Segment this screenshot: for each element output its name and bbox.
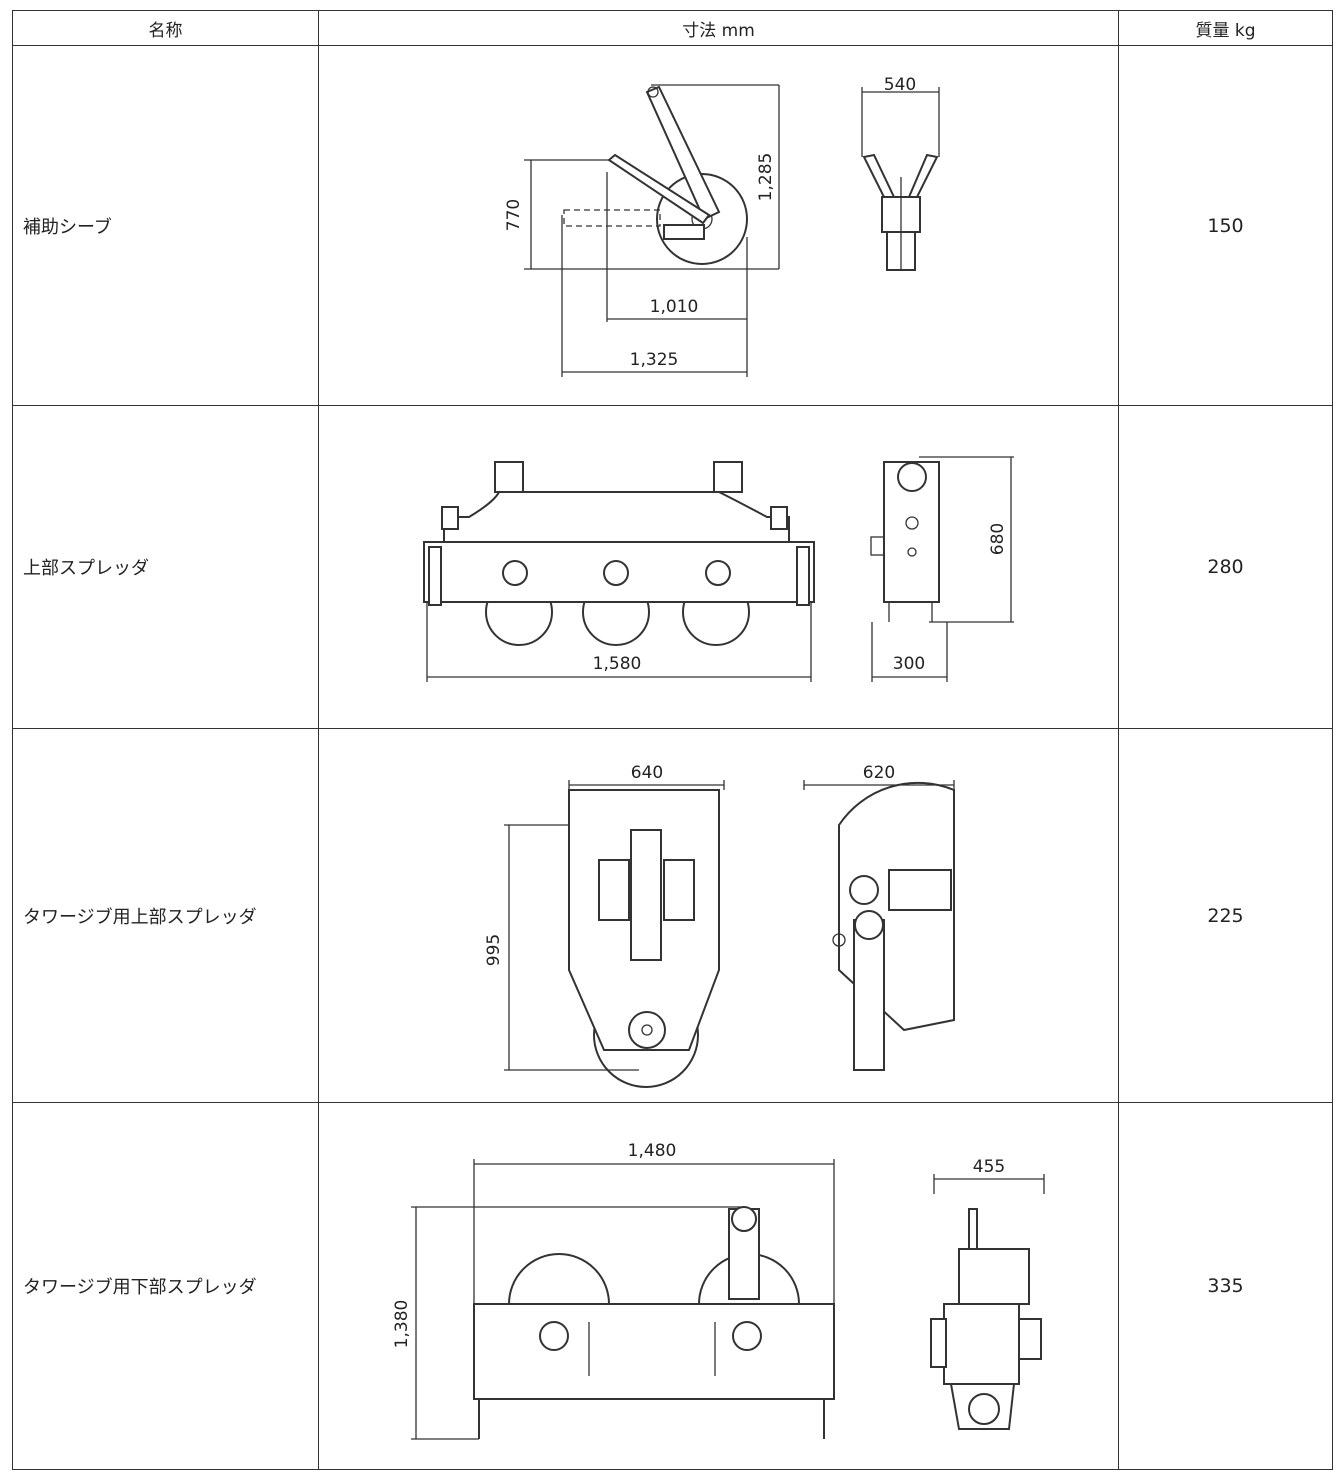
header-row: 名称 寸法 mm 質量 kg xyxy=(12,10,1333,46)
dim-label: 640 xyxy=(631,763,663,783)
upper-spreader-drawing: 1,580 xyxy=(423,455,1014,682)
row-mass: 150 xyxy=(1118,45,1333,406)
tower-jib-lower-spreader-drawing: 1,480 1,380 455 xyxy=(392,1141,1045,1440)
dim-label: 1,480 xyxy=(628,1141,677,1161)
tower-jib-lower-spreader-side-view xyxy=(411,1158,835,1440)
table-row: タワージブ用上部スプレッダ xyxy=(12,728,1333,1103)
dim-label: 1,380 xyxy=(392,1299,412,1348)
dim-label: 680 xyxy=(988,522,1008,554)
upper-spreader-side-view xyxy=(423,460,815,682)
table-row: 上部スプレッダ xyxy=(12,405,1333,729)
tower-jib-upper-spreader-drawing: 640 995 620 xyxy=(484,763,955,1088)
header-name: 名称 xyxy=(12,10,319,46)
drawing-cell: 540 1,285 770 1,010 1,325 xyxy=(318,45,1119,406)
dim-label: 995 xyxy=(484,933,504,965)
spec-table: 名称 寸法 mm 質量 kg 補助シーブ xyxy=(12,10,1333,1470)
tower-jib-lower-spreader-front-view xyxy=(930,1173,1045,1430)
dim-label: 1,580 xyxy=(593,654,642,674)
row-name: タワージブ用上部スプレッダ xyxy=(12,728,319,1103)
row-name: タワージブ用下部スプレッダ xyxy=(12,1102,319,1470)
header-mass: 質量 kg xyxy=(1118,10,1333,46)
upper-spreader-front-view xyxy=(870,455,1014,682)
row-mass: 280 xyxy=(1118,405,1333,729)
auxiliary-sheave-side-view xyxy=(524,83,780,377)
dim-label: 1,285 xyxy=(756,152,776,201)
table-row: 補助シーブ xyxy=(12,45,1333,406)
row-name: 補助シーブ xyxy=(12,45,319,406)
tower-jib-upper-spreader-side-view xyxy=(504,779,725,1088)
dim-label: 300 xyxy=(893,654,925,674)
auxiliary-sheave-drawing: 540 1,285 770 1,010 1,325 xyxy=(504,75,940,377)
row-mass: 335 xyxy=(1118,1102,1333,1470)
dim-label: 1,325 xyxy=(630,350,679,370)
tower-jib-upper-spreader-front-view xyxy=(803,779,955,1071)
dim-label: 1,010 xyxy=(650,297,699,317)
header-dimension: 寸法 mm xyxy=(318,10,1119,46)
row-mass: 225 xyxy=(1118,728,1333,1103)
table-row: タワージブ用下部スプレッダ xyxy=(12,1102,1333,1470)
drawing-cell: 1,480 1,380 455 xyxy=(318,1102,1119,1470)
dim-label: 620 xyxy=(863,763,895,783)
drawing-cell: 1,580 xyxy=(318,405,1119,729)
auxiliary-sheave-front-view xyxy=(861,86,940,271)
dim-label: 770 xyxy=(504,198,524,230)
dim-label: 540 xyxy=(884,75,916,95)
dim-label: 455 xyxy=(973,1157,1005,1177)
drawing-cell: 640 995 620 xyxy=(318,728,1119,1103)
row-name: 上部スプレッダ xyxy=(12,405,319,729)
